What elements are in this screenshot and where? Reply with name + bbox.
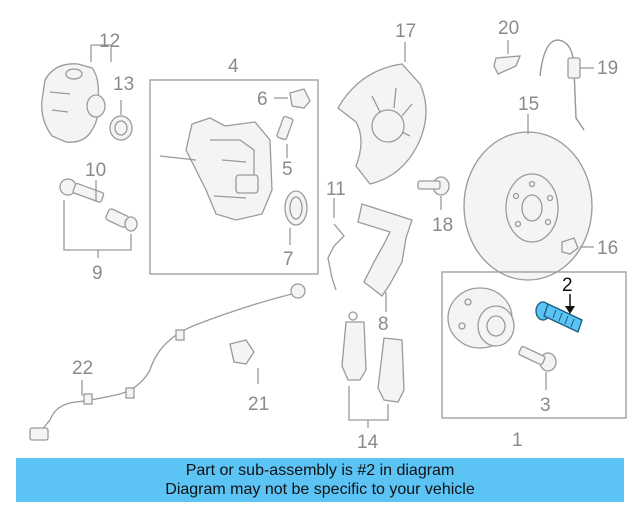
callout-16[interactable]: 16	[597, 238, 618, 259]
callout-3[interactable]: 3	[540, 395, 551, 416]
callout-21[interactable]: 21	[248, 394, 269, 415]
callout-15[interactable]: 15	[518, 94, 539, 115]
bracket-14	[348, 386, 389, 428]
callout-14[interactable]: 14	[357, 432, 379, 453]
part-20-clip[interactable]	[493, 55, 521, 75]
callout-7[interactable]: 7	[283, 249, 294, 270]
part-7-piston-seal[interactable]	[284, 190, 308, 226]
callout-10[interactable]: 10	[85, 160, 106, 181]
part-11-spring-clip[interactable]	[327, 223, 345, 291]
bracket-12	[90, 44, 112, 62]
callout-5[interactable]: 5	[282, 159, 293, 180]
callout-1[interactable]: 1	[512, 430, 523, 451]
callout-9[interactable]: 9	[92, 263, 103, 284]
callout-18[interactable]: 18	[432, 215, 453, 236]
part-6-bleeder-cap[interactable]	[289, 88, 311, 109]
part-18-bolt[interactable]	[417, 176, 450, 196]
leader-2-arrowhead	[565, 306, 575, 314]
part-4-caliper[interactable]	[159, 117, 273, 221]
callout-8[interactable]: 8	[378, 314, 389, 335]
box-4-caliper	[149, 79, 319, 275]
parts-diagram: 12 13 10 9 4 6 5 7	[29, 18, 627, 453]
part-13-seal-ring[interactable]	[109, 115, 133, 141]
callout-4[interactable]: 4	[228, 56, 239, 77]
callout-6[interactable]: 6	[257, 89, 268, 110]
box-1-hub-assembly	[441, 271, 627, 419]
part-22-wear-sensor-wire[interactable]	[29, 283, 306, 441]
part-1-wheel-hub[interactable]	[447, 287, 515, 349]
bracket-9	[63, 200, 132, 258]
part-10-guide-pin-a[interactable]	[59, 178, 105, 203]
callout-20[interactable]: 20	[498, 18, 519, 39]
part-14-pad-a[interactable]	[341, 311, 367, 381]
part-8-caliper-carrier[interactable]	[357, 203, 413, 297]
part-21-sensor[interactable]	[229, 339, 255, 365]
callout-11[interactable]: 11	[326, 179, 346, 200]
info-banner: Part or sub-assembly is #2 in diagram Di…	[16, 458, 624, 502]
part-15-brake-disc[interactable]	[463, 131, 593, 281]
part-12-caliper-motor[interactable]	[41, 63, 106, 143]
callout-17[interactable]: 17	[395, 21, 416, 42]
part-19-brake-hose[interactable]	[539, 39, 585, 131]
callout-2[interactable]: 2	[562, 275, 573, 296]
part-5-bleeder-screw[interactable]	[276, 115, 294, 141]
callout-12[interactable]: 12	[99, 31, 120, 52]
part-17-splash-shield[interactable]	[337, 63, 427, 185]
part-3-hub-bolt[interactable]	[518, 346, 557, 372]
callout-22[interactable]: 22	[72, 358, 93, 379]
part-10-guide-pin-b[interactable]	[105, 208, 138, 232]
part-2-bolt-highlighted[interactable]	[535, 301, 583, 333]
part-14-pad-b[interactable]	[377, 337, 405, 403]
caption-line-1: Part or sub-assembly is #2 in diagram	[185, 462, 455, 479]
callout-13[interactable]: 13	[113, 74, 134, 95]
callout-19[interactable]: 19	[597, 58, 618, 79]
caption-line-2: Diagram may not be specific to your vehi…	[165, 481, 475, 498]
part-16-screw[interactable]	[561, 237, 579, 255]
